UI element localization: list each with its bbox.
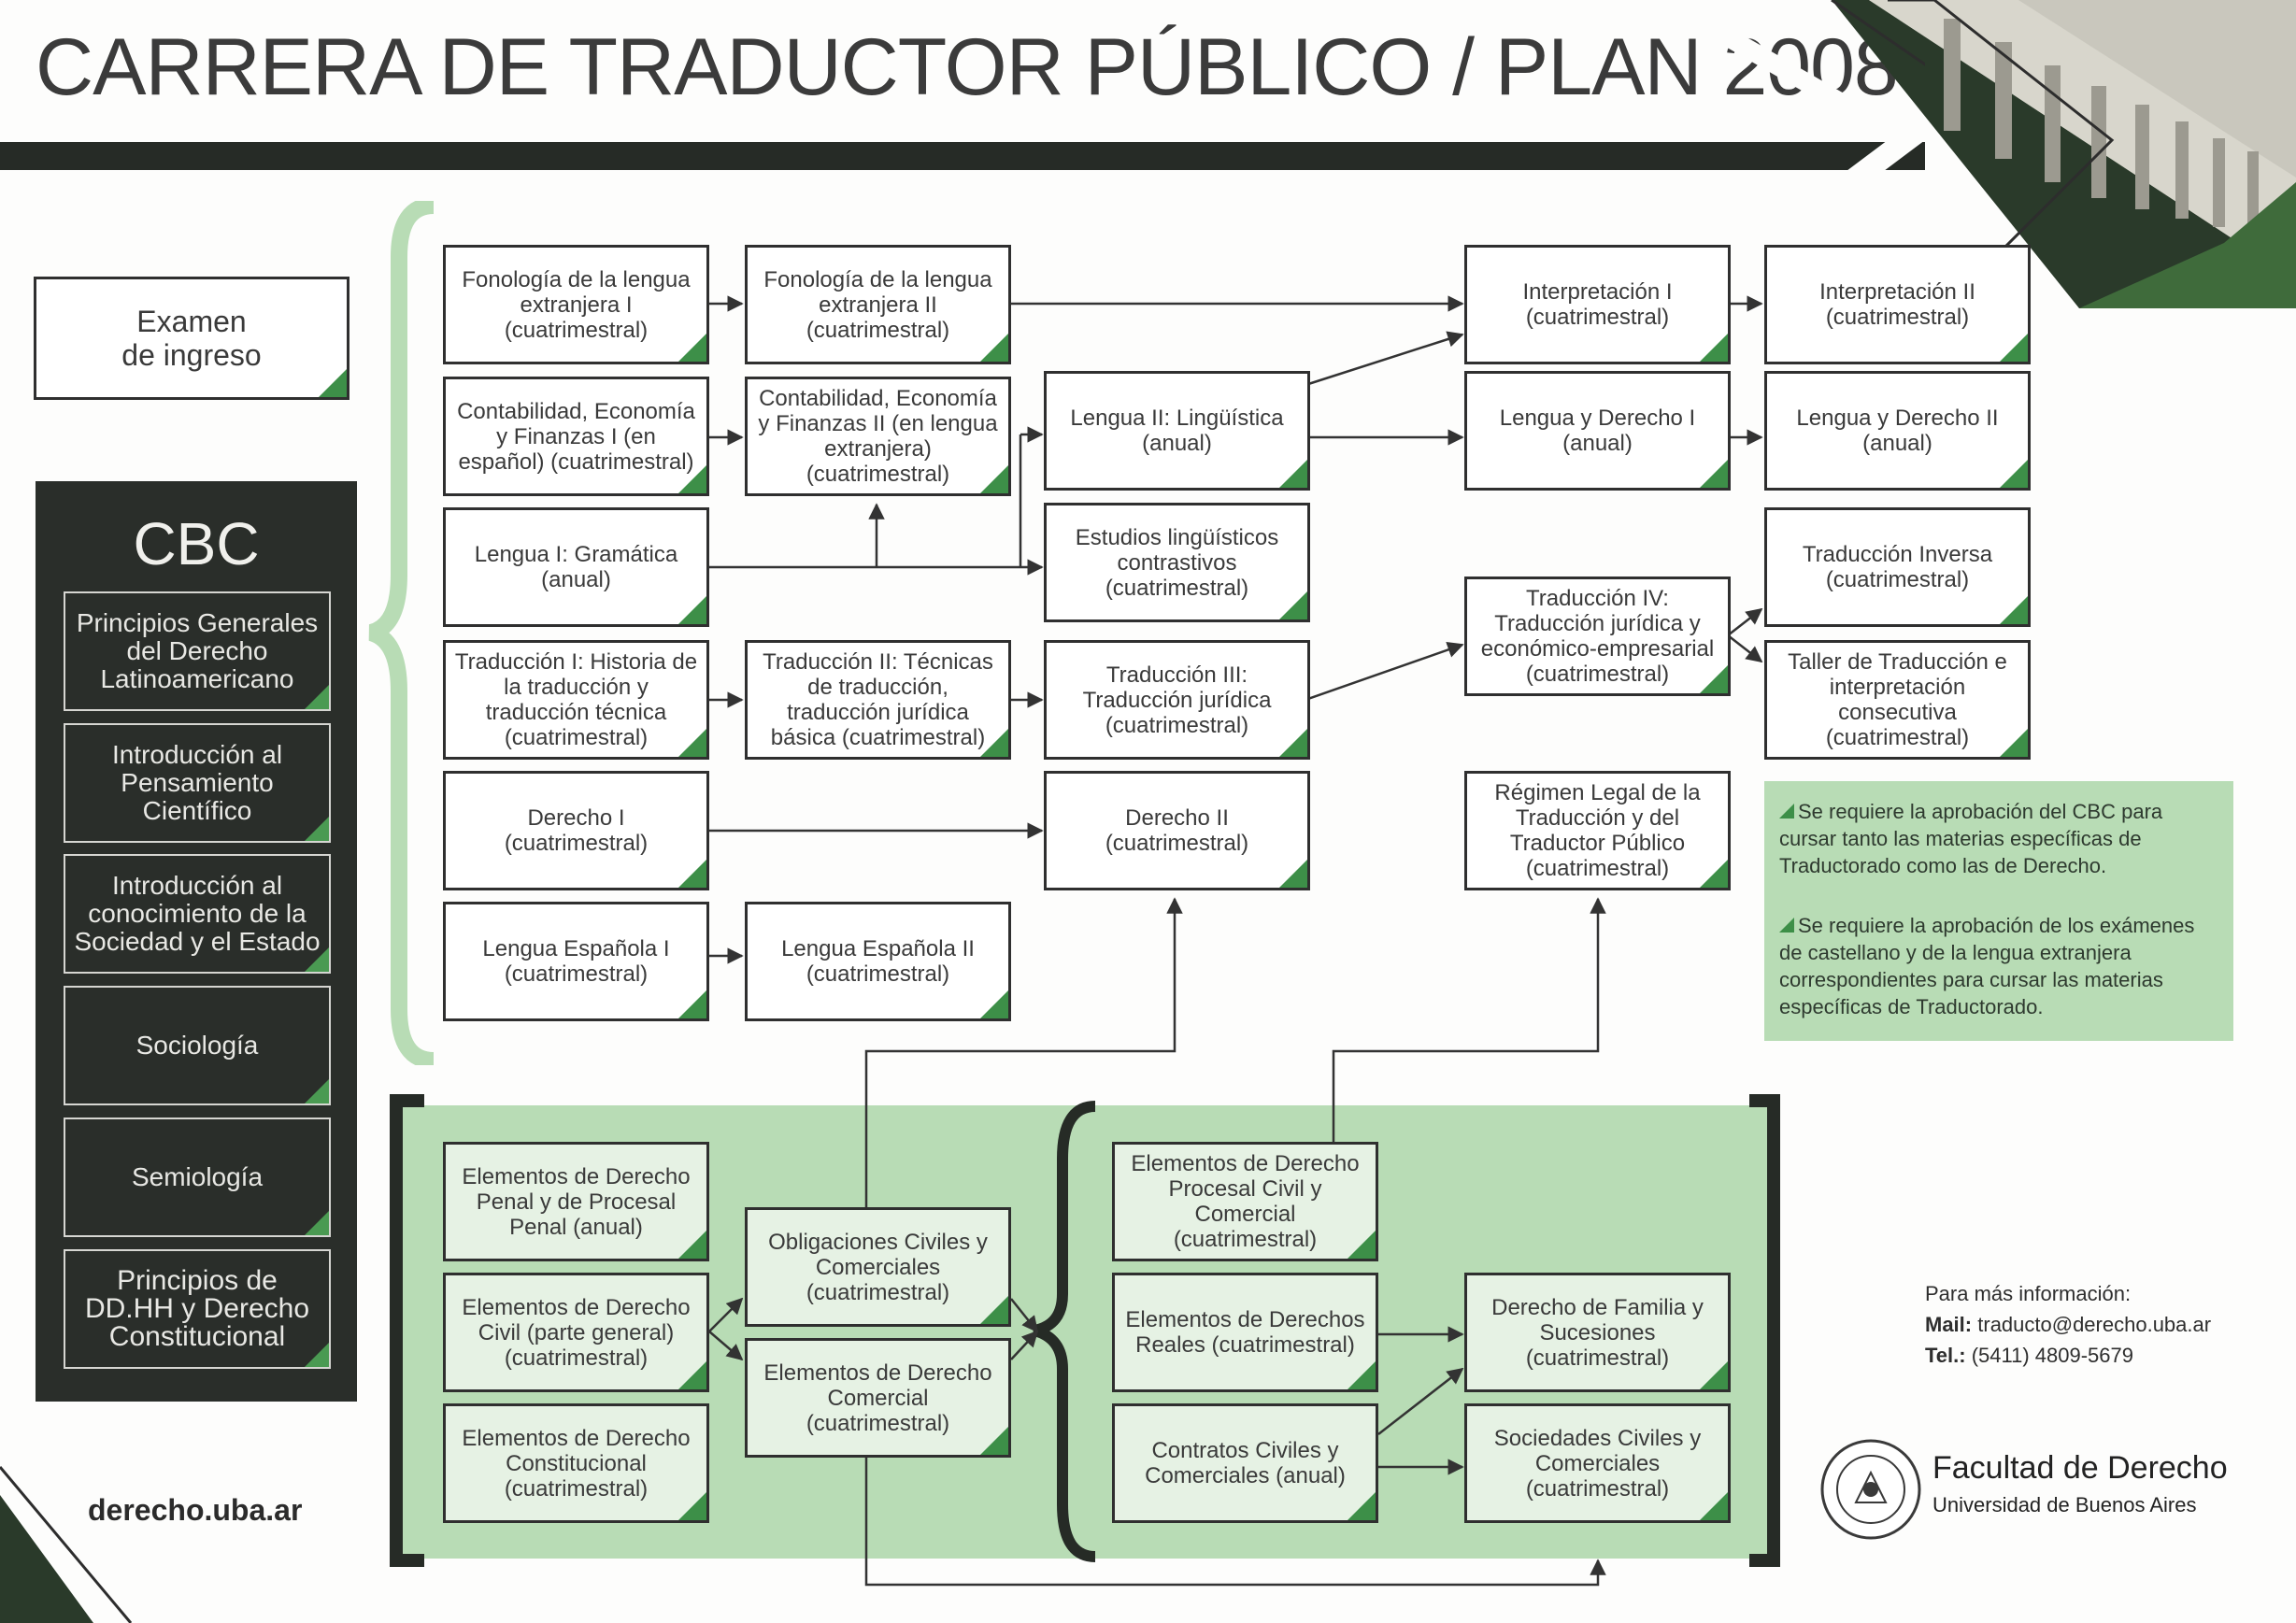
- subject-sociedades[interactable]: Sociedades Civiles y Comerciales (cuatri…: [1464, 1403, 1731, 1523]
- bullet-triangle-icon: [1779, 918, 1794, 933]
- contact-info: Para más información: Mail: traducto@der…: [1925, 1278, 2211, 1371]
- subject-estudios-contrastivos[interactable]: Estudios lingüísticos contrastivos (cuat…: [1044, 503, 1310, 622]
- subject-traduccion-inversa[interactable]: Traducción Inversa (cuatrimestral): [1764, 507, 2031, 627]
- subject-familia-sucesiones[interactable]: Derecho de Familia y Sucesiones (cuatrim…: [1464, 1273, 1731, 1392]
- top-brace: [367, 201, 435, 1065]
- subject-traduccion-3[interactable]: Traducción III: Traducción jurídica (cua…: [1044, 640, 1310, 760]
- cbc-item-sociedad-estado: Introducción al conocimiento de la Socie…: [64, 854, 331, 974]
- subject-lengua-espanola-2[interactable]: Lengua Española II (cuatrimestral): [745, 902, 1011, 1021]
- tel-number: (5411) 4809-5679: [1971, 1344, 2134, 1367]
- subject-procesal-civil[interactable]: Elementos de Derecho Procesal Civil y Co…: [1112, 1142, 1378, 1261]
- note-exams: Se requiere la aprobación de los exámene…: [1779, 914, 2195, 1018]
- subject-taller-traduccion[interactable]: Taller de Traducción e interpretación co…: [1764, 640, 2031, 760]
- mail-label: Mail:: [1925, 1313, 1973, 1336]
- corner-decoration: [0, 1466, 133, 1623]
- cbc-item-ddhh: Principios de DD.HH y Derecho Constituci…: [64, 1249, 331, 1369]
- subject-obligaciones[interactable]: Obligaciones Civiles y Comerciales (cuat…: [745, 1207, 1011, 1327]
- notes-panel: Se requiere la aprobación del CBC para c…: [1764, 781, 2233, 1041]
- faculty-seal-icon: [1820, 1439, 1921, 1540]
- cbc-title: CBC: [133, 510, 260, 577]
- subject-traduccion-4[interactable]: Traducción IV: Traducción jurídica y eco…: [1464, 577, 1731, 696]
- subject-fonologia-1[interactable]: Fonología de la lengua extranjera I (cua…: [443, 245, 709, 364]
- subject-regimen-legal[interactable]: Régimen Legal de la Traducción y del Tra…: [1464, 771, 1731, 890]
- note-cbc: Se requiere la aprobación del CBC para c…: [1779, 800, 2163, 877]
- entry-exam-box: Examen de ingreso: [34, 277, 349, 400]
- subject-derechos-reales[interactable]: Elementos de Derechos Reales (cuatrimest…: [1112, 1273, 1378, 1392]
- subject-lengua-derecho-2[interactable]: Lengua y Derecho II (anual): [1764, 371, 2031, 491]
- subject-derecho-2[interactable]: Derecho II (cuatrimestral): [1044, 771, 1310, 890]
- bullet-triangle-icon: [1779, 804, 1794, 819]
- cbc-panel: CBC Principios Generales del Derecho Lat…: [36, 481, 357, 1402]
- university-name: Universidad de Buenos Aires: [1932, 1493, 2197, 1516]
- website-link[interactable]: derecho.uba.ar: [88, 1493, 303, 1527]
- subject-interpretacion-1[interactable]: Interpretación I (cuatrimestral): [1464, 245, 1731, 364]
- subject-lengua-1[interactable]: Lengua I: Gramática (anual): [443, 507, 709, 627]
- subject-derecho-penal[interactable]: Elementos de Derecho Penal y de Procesal…: [443, 1142, 709, 1261]
- subject-traduccion-1[interactable]: Traducción I: Historia de la traducción …: [443, 640, 709, 760]
- header-bar: [0, 142, 1925, 170]
- subject-lengua-espanola-1[interactable]: Lengua Española I (cuatrimestral): [443, 902, 709, 1021]
- cbc-item-semiologia: Semiología: [64, 1118, 331, 1237]
- contact-intro: Para más información:: [1925, 1282, 2132, 1305]
- tel-label: Tel.:: [1925, 1344, 1966, 1367]
- building-photo: [1832, 0, 2296, 308]
- subject-derecho-comercial[interactable]: Elementos de Derecho Comercial (cuatrime…: [745, 1338, 1011, 1458]
- header-arrow: [1645, 0, 1925, 280]
- cbc-item-principios-generales: Principios Generales del Derecho Latinoa…: [64, 591, 331, 711]
- cbc-item-sociologia: Sociología: [64, 986, 331, 1105]
- subject-contabilidad-2[interactable]: Contabilidad, Economía y Finanzas II (en…: [745, 377, 1011, 496]
- subject-derecho-1[interactable]: Derecho I (cuatrimestral): [443, 771, 709, 890]
- subject-contabilidad-1[interactable]: Contabilidad, Economía y Finanzas I (en …: [443, 377, 709, 496]
- page-title: CARRERA DE TRADUCTOR PÚBLICO / PLAN 2008: [36, 22, 1899, 112]
- subject-derecho-civil[interactable]: Elementos de Derecho Civil (parte genera…: [443, 1273, 709, 1392]
- subject-lengua-derecho-1[interactable]: Lengua y Derecho I (anual): [1464, 371, 1731, 491]
- subject-fonologia-2[interactable]: Fonología de la lengua extranjera II (cu…: [745, 245, 1011, 364]
- subject-contratos[interactable]: Contratos Civiles y Comerciales (anual): [1112, 1403, 1378, 1523]
- subject-traduccion-2[interactable]: Traducción II: Técnicas de traducción, t…: [745, 640, 1011, 760]
- subject-derecho-constitucional[interactable]: Elementos de Derecho Constitucional (cua…: [443, 1403, 709, 1523]
- subject-interpretacion-2[interactable]: Interpretación II (cuatrimestral): [1764, 245, 2031, 364]
- mail-link[interactable]: traducto@derecho.uba.ar: [1977, 1313, 2212, 1336]
- cbc-item-pensamiento-cientifico: Introducción al Pensamiento Científico: [64, 723, 331, 843]
- subject-lengua-2[interactable]: Lengua II: Lingüística (anual): [1044, 371, 1310, 491]
- faculty-name: Facultad de Derecho: [1932, 1450, 2228, 1486]
